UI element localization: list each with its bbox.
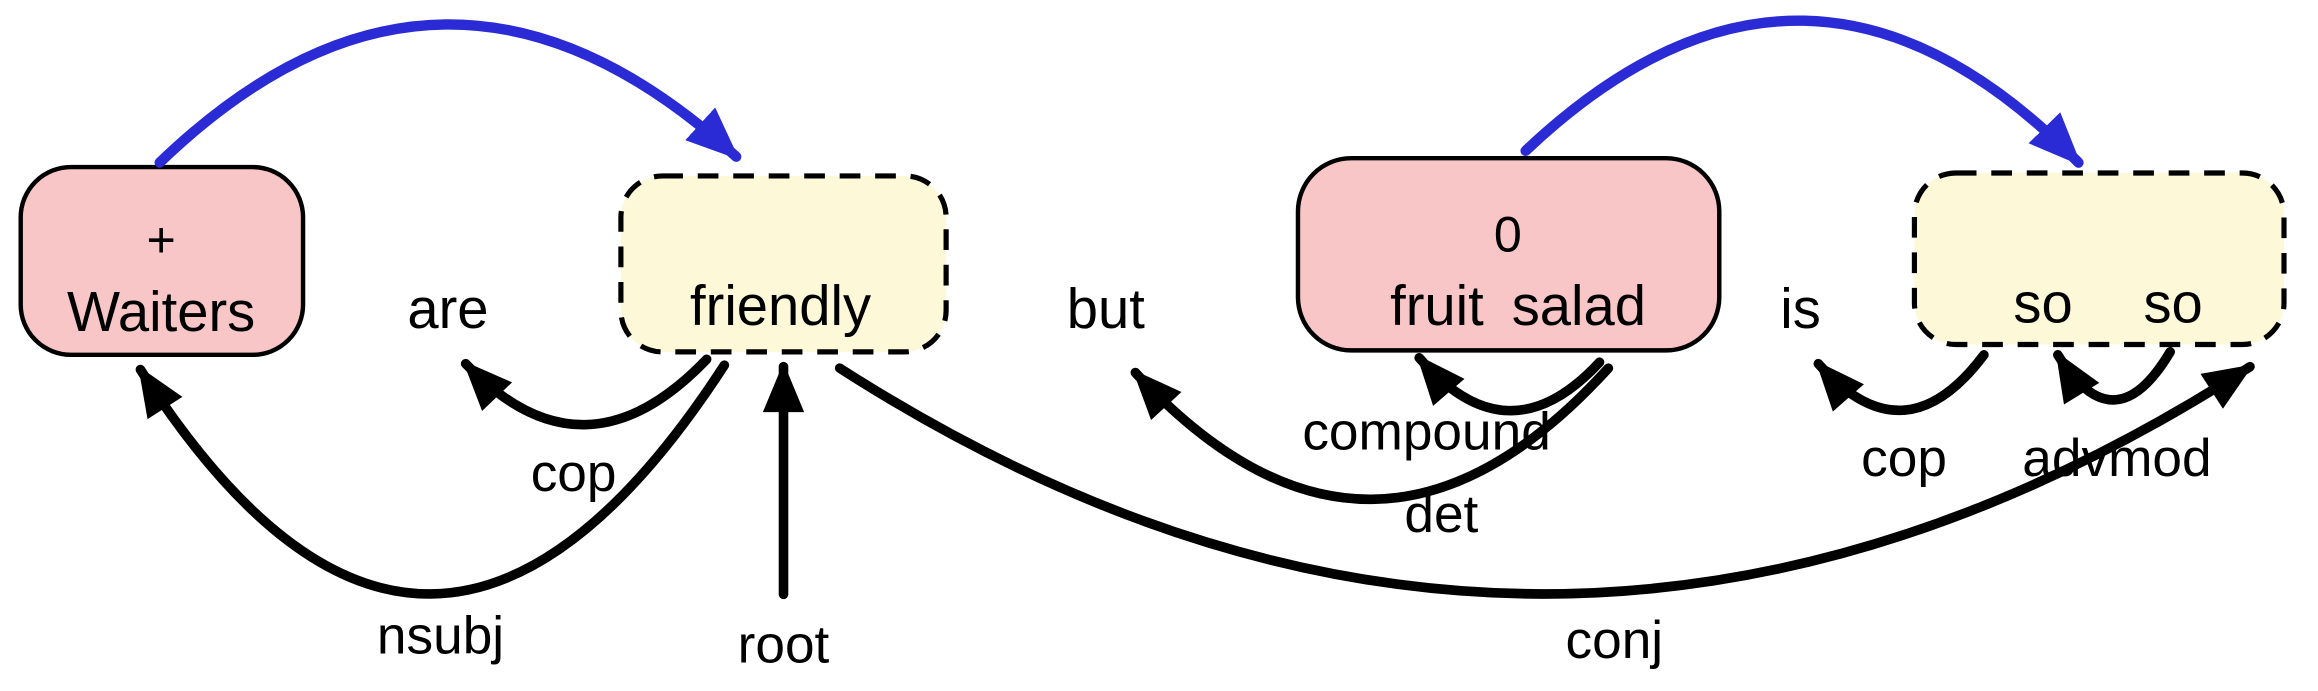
token-waiters: Waiters	[67, 280, 255, 343]
edge-label-conj: conj	[1566, 611, 1664, 670]
arc-blue-waiters-to-friendly	[154, 19, 742, 168]
sentiment-label-fruit-salad: 0	[1494, 206, 1522, 262]
token-friendly: friendly	[690, 274, 871, 337]
token-salad: salad	[1512, 274, 1646, 337]
arc-compound	[1414, 352, 1605, 416]
arc-blue-fruitsalad-to-soso	[1520, 15, 2084, 168]
token-so-1: so	[2013, 271, 2072, 334]
edge-label-cop-left: cop	[531, 444, 617, 503]
arc-det	[1130, 363, 1614, 505]
edge-label-compound: compound	[1302, 402, 1550, 461]
edge-label-det: det	[1404, 485, 1478, 544]
arc-nsubj	[135, 360, 730, 599]
edge-label-cop-right: cop	[1861, 429, 1947, 488]
node-fruit-salad-box[interactable]	[1295, 155, 1722, 353]
token-but: but	[1067, 277, 1145, 340]
node-friendly-box[interactable]	[618, 173, 949, 355]
node-so-so-box[interactable]	[1911, 170, 2287, 348]
token-is: is	[1780, 277, 1821, 340]
arc-cop-right	[1813, 350, 1989, 416]
arc-conj	[834, 361, 2255, 599]
arc-advmod	[2053, 347, 2175, 405]
edge-label-advmod: advmod	[2022, 429, 2211, 488]
edge-label-root: root	[738, 615, 830, 674]
arc-cop-left	[460, 354, 712, 430]
token-so-2: so	[2143, 271, 2202, 334]
edge-label-nsubj: nsubj	[377, 606, 504, 665]
token-fruit: fruit	[1390, 274, 1484, 337]
token-are: are	[407, 277, 488, 340]
sentiment-label-waiters: +	[146, 212, 175, 268]
